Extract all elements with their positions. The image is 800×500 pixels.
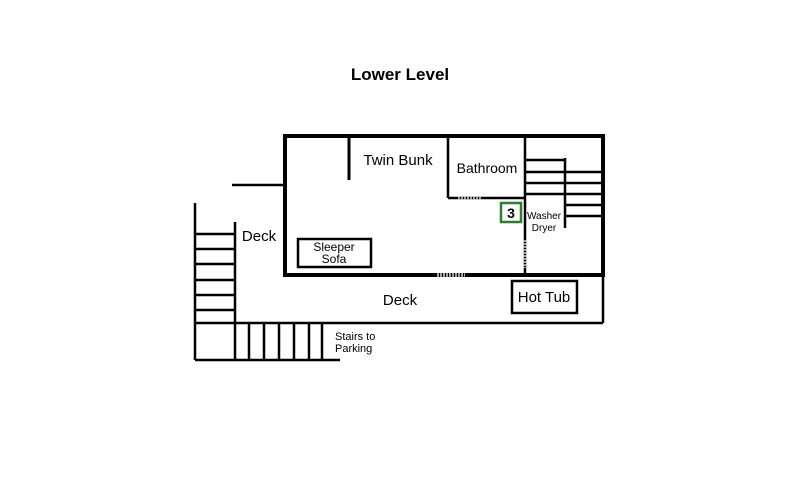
interior-stairs [525,158,603,228]
label-dryer: Dryer [532,223,557,234]
left-stairs [195,232,235,325]
sleeper-sofa-box [296,237,373,269]
label-sofa: Sofa [322,252,347,266]
label-parking: Parking [335,343,372,355]
label-washer: Washer [527,211,562,222]
plan-title: Lower Level [351,65,449,84]
marker-3-box [499,201,523,224]
label-twin-bunk: Twin Bunk [363,152,433,169]
parking-stairs [247,323,324,360]
label-bathroom: Bathroom [457,160,518,176]
marker-3-number: 3 [507,205,515,221]
label-stairs-to: Stairs to [335,331,375,343]
label-sleeper: Sleeper [313,240,354,254]
label-deck-left: Deck [242,228,277,245]
label-hot-tub: Hot Tub [518,289,571,306]
label-deck-bottom: Deck [383,292,418,309]
hot-tub-box [510,279,579,315]
